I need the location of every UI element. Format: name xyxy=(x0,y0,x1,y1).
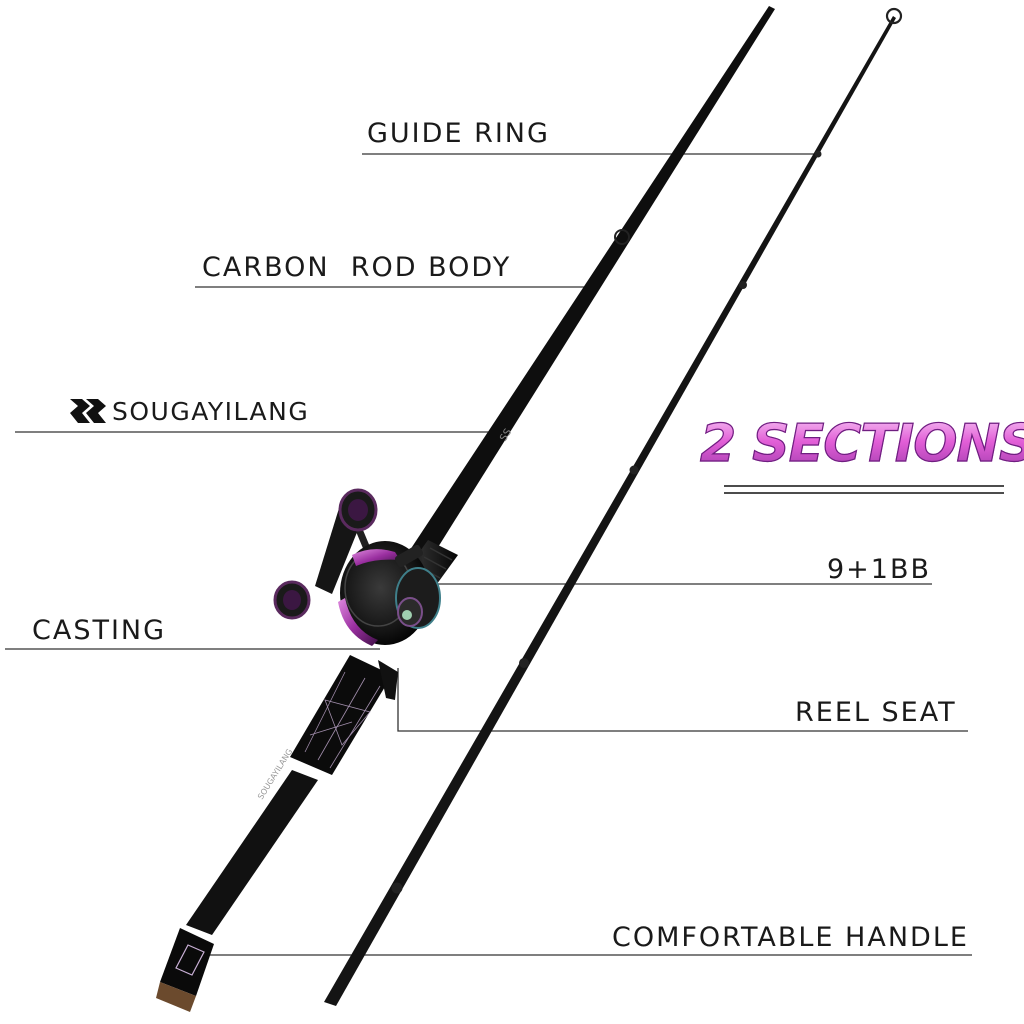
brand-row: SOUGAYILANG xyxy=(68,396,309,426)
sections-headline: 2 SECTIONS xyxy=(699,417,1024,470)
butt-blank xyxy=(410,6,775,560)
tip-top-guide xyxy=(885,7,903,25)
reel xyxy=(273,488,441,646)
guide-ring-label: GUIDE RING xyxy=(367,118,550,149)
reel-seat-label: REEL SEAT xyxy=(795,697,957,728)
tip-section xyxy=(324,7,903,1006)
bearings-label: 9+1BB xyxy=(827,554,932,585)
tip-guides xyxy=(391,150,822,894)
cork-end xyxy=(156,982,196,1012)
leader-lines xyxy=(5,153,1004,956)
tip-blank xyxy=(324,16,896,1006)
reel-seat-leader xyxy=(397,668,968,732)
reel-accent xyxy=(352,549,400,566)
grip-pattern xyxy=(304,671,381,769)
casting-label: CASTING xyxy=(32,615,167,646)
comfortable-handle-label: COMFORTABLE HANDLE xyxy=(612,922,969,953)
carbon-rod-body-label: CARBON ROD BODY xyxy=(202,252,512,283)
butt-section: SS SOUGAYILANG xyxy=(156,6,775,1012)
butt-cap xyxy=(160,928,214,996)
butt-guide-1 xyxy=(614,229,630,245)
lower-shaft xyxy=(186,770,318,935)
trigger xyxy=(378,660,398,700)
rear-grip xyxy=(290,655,392,775)
brand-label: SOUGAYILANG xyxy=(112,396,310,426)
brand-logo-icon xyxy=(70,399,106,423)
